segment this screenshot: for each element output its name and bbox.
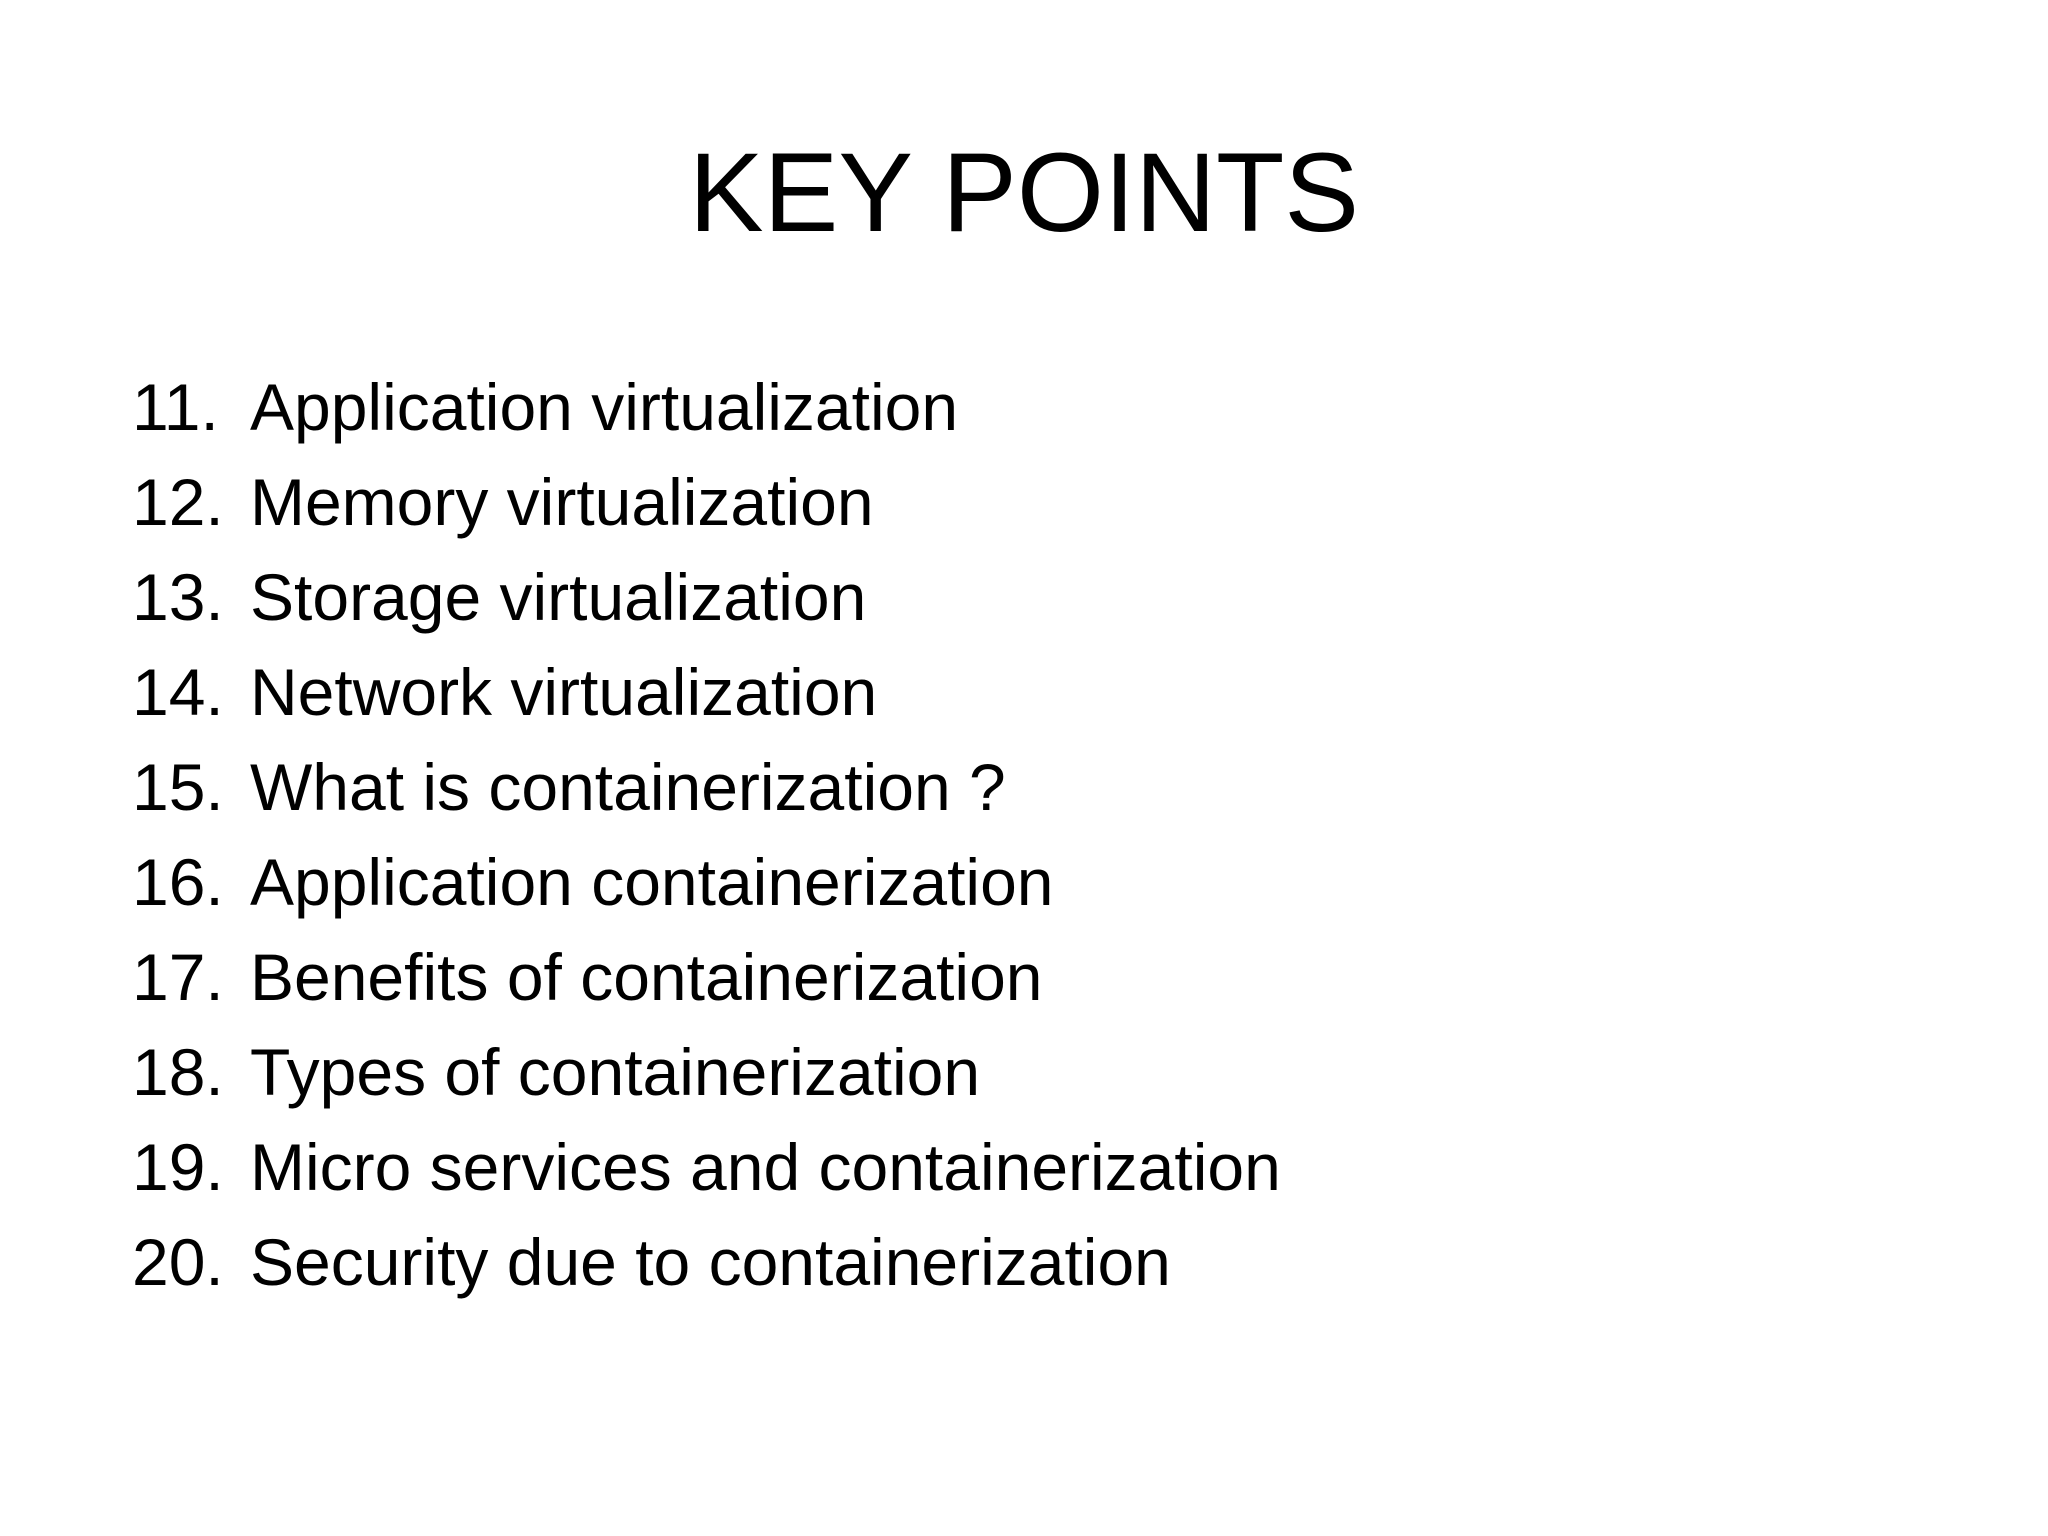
- list-item: 11. Application virtualization: [132, 360, 1281, 455]
- list-item: 18. Types of containerization: [132, 1025, 1281, 1120]
- item-text: Benefits of containerization: [250, 940, 1043, 1014]
- slide-title: KEY POINTS: [688, 130, 1360, 255]
- item-text: Memory virtualization: [250, 465, 874, 539]
- item-text: Storage virtualization: [250, 560, 867, 634]
- item-number: 19.: [132, 1130, 224, 1204]
- list-item: 13. Storage virtualization: [132, 550, 1281, 645]
- item-text: Types of containerization: [250, 1035, 981, 1109]
- list-item: 16. Application containerization: [132, 835, 1281, 930]
- list-item: 17. Benefits of containerization: [132, 930, 1281, 1025]
- item-number: 16.: [132, 845, 224, 919]
- item-number: 11.: [132, 370, 219, 444]
- item-text: What is containerization ?: [250, 750, 1006, 824]
- item-text: Security due to containerization: [250, 1225, 1171, 1299]
- list-item: 12. Memory virtualization: [132, 455, 1281, 550]
- list-item: 19. Micro services and containerization: [132, 1120, 1281, 1215]
- item-number: 15.: [132, 750, 224, 824]
- item-number: 17.: [132, 940, 224, 1014]
- list-item: 15. What is containerization ?: [132, 740, 1281, 835]
- list-item: 14. Network virtualization: [132, 645, 1281, 740]
- item-text: Application containerization: [250, 845, 1054, 919]
- item-number: 12.: [132, 465, 224, 539]
- item-number: 13.: [132, 560, 224, 634]
- item-text: Application virtualization: [250, 370, 959, 444]
- list-item: 20. Security due to containerization: [132, 1215, 1281, 1310]
- key-points-list: 11. Application virtualization 12. Memor…: [132, 360, 1281, 1310]
- item-text: Micro services and containerization: [250, 1130, 1281, 1204]
- item-number: 20.: [132, 1225, 224, 1299]
- item-number: 18.: [132, 1035, 224, 1109]
- item-number: 14.: [132, 655, 224, 729]
- item-text: Network virtualization: [250, 655, 878, 729]
